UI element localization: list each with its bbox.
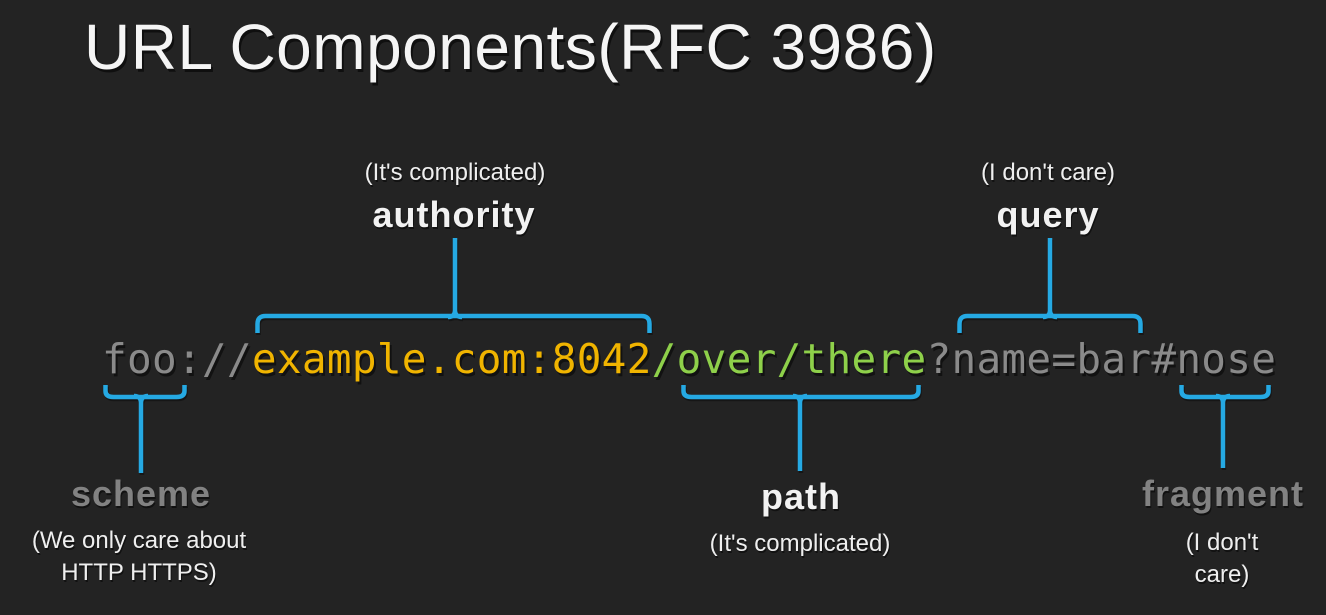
url-query-fragment-text: ?name=bar#nose [926,335,1277,383]
query-brace [957,238,1143,333]
authority-hint: (It's complicated) [364,159,546,186]
query-label: query [996,194,1100,235]
path-hint: (It's complicated) [709,530,891,557]
fragment-brace [1179,385,1271,468]
authority-brace [255,238,652,333]
path-brace [681,385,921,471]
scheme-label: scheme [70,473,212,514]
authority-label: authority [372,194,536,235]
scheme-hint: (We only care about HTTP HTTPS) [31,527,247,587]
slide-title: URL Components(RFC 3986) [84,11,937,83]
url-scheme-text: foo:// [102,335,252,383]
fragment-hint: (I don't care) [1185,529,1259,589]
path-label: path [761,476,841,517]
url-string: foo://example.com:8042/over/there?name=b… [102,335,1277,383]
url-authority-text: example.com:8042 [251,335,652,383]
fragment-label: fragment [1141,473,1305,514]
scheme-brace [103,385,187,473]
url-path-text: /over/there [651,335,927,383]
query-hint: (I don't care) [981,159,1115,186]
